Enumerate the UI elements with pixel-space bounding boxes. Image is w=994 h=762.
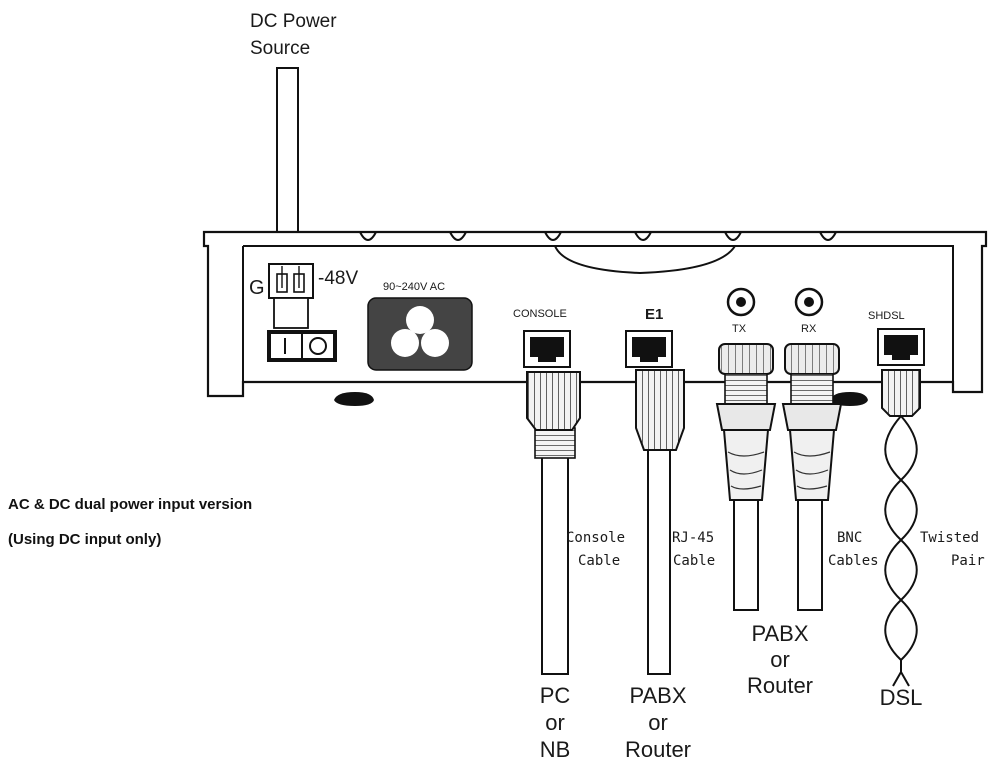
endpoint-pc-line-1: PC (540, 683, 571, 708)
endpoint-pabx-1-line-1: PABX (629, 683, 686, 708)
dc-terminal-block (268, 263, 314, 329)
bnc-cables-label-line-2: Cables (828, 553, 879, 569)
twisted-pair-cable (881, 369, 921, 687)
power-switch[interactable] (267, 330, 337, 362)
rj45-cable-label-line-2: Cable (673, 553, 715, 569)
endpoint-pabx-2-line-1: PABX (751, 621, 808, 646)
tx-bnc-cable (715, 343, 777, 611)
endpoint-pabx-1: PABX or Router (625, 683, 691, 762)
rubber-foot-right (830, 392, 868, 406)
endpoint-pabx-2: PABX or Router (747, 621, 813, 698)
caption-line-1: AC & DC dual power input version (8, 496, 253, 513)
endpoint-pc-line-3: NB (540, 737, 571, 762)
endpoint-pabx-1-line-3: Router (625, 737, 691, 762)
dc-power-source-line-2: Source (250, 38, 310, 59)
dc-power-source-line-1: DC Power (250, 11, 337, 32)
endpoint-pabx-2-line-3: Router (747, 673, 813, 698)
voltage-label: -48V (318, 268, 358, 289)
tx-port-label: TX (732, 323, 747, 335)
rubber-foot-left (334, 392, 374, 406)
console-cable (526, 371, 581, 675)
endpoint-pabx-2-line-2: or (770, 647, 790, 672)
ac-rating-label: 90~240V AC (383, 281, 445, 293)
rx-bnc-port[interactable] (794, 287, 824, 317)
ground-label: G (249, 277, 265, 299)
e1-rj45-cable (635, 369, 685, 675)
console-port[interactable] (523, 330, 571, 368)
shdsl-port[interactable] (877, 328, 925, 366)
tx-bnc-port[interactable] (726, 287, 756, 317)
bnc-cables-label-line-1: BNC (837, 530, 862, 546)
rx-bnc-cable (781, 343, 843, 611)
twisted-pair-label-line-1: Twisted (920, 530, 979, 546)
rx-port-label: RX (801, 323, 817, 335)
endpoint-pc-line-2: or (545, 710, 565, 735)
endpoint-dsl: DSL (880, 685, 923, 710)
caption-line-2: (Using DC input only) (8, 531, 162, 548)
endpoint-pabx-1-line-2: or (648, 710, 668, 735)
console-cable-label-line-2: Cable (578, 553, 620, 569)
e1-port-label: E1 (645, 306, 663, 323)
console-port-label: CONSOLE (513, 308, 567, 320)
e1-port[interactable] (625, 330, 673, 368)
ac-power-inlet (367, 297, 473, 371)
rj45-cable-label-line-1: RJ-45 (672, 530, 714, 546)
shdsl-port-label: SHDSL (868, 310, 905, 322)
twisted-pair-label-line-2: Pair (951, 553, 985, 569)
console-cable-label-line-1: Console (566, 530, 625, 546)
endpoint-pc: PC or NB (540, 683, 571, 762)
